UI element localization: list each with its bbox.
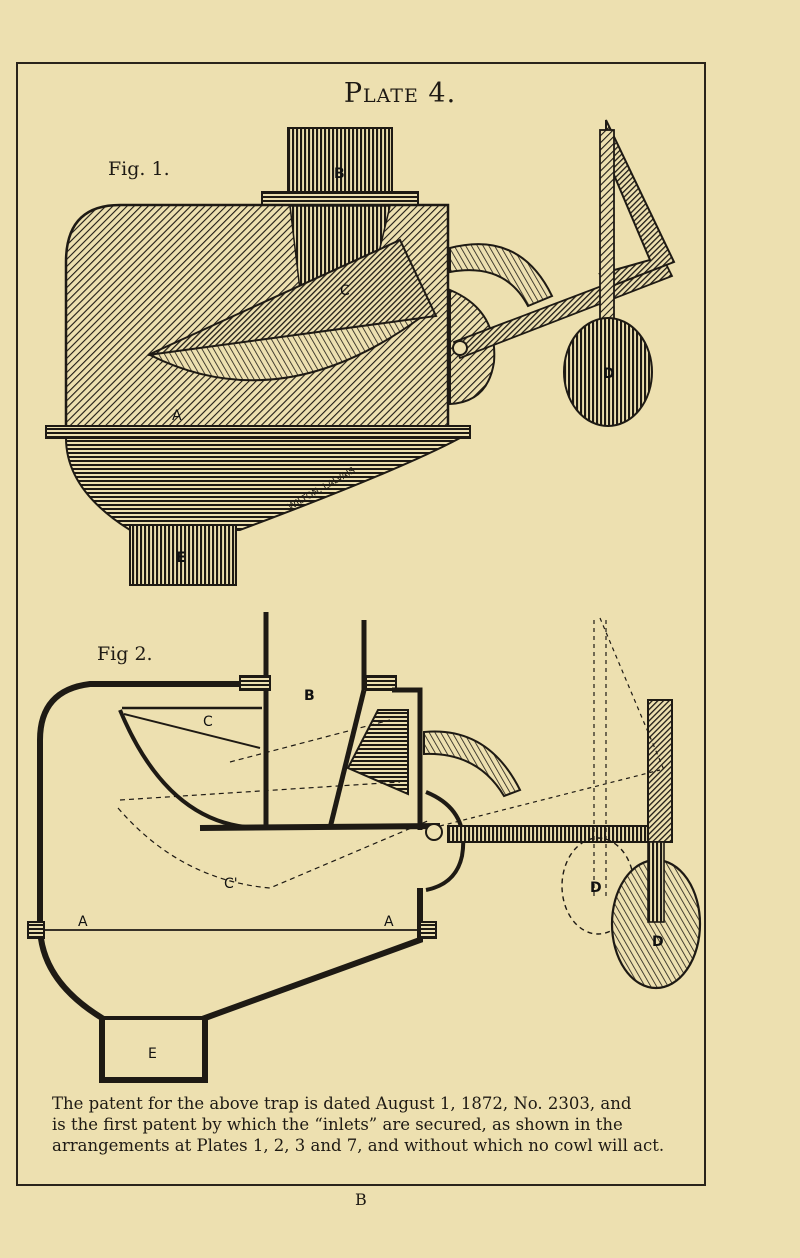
fig1-letter-d: D: [603, 366, 615, 382]
fig1-letter-e: E: [176, 550, 186, 566]
fig2-weight-stem: [647, 841, 665, 923]
fig2-outlet: [100, 1016, 207, 1082]
fig1-letter-b: B: [334, 166, 345, 182]
figure-2-letters: B C C' A A D D E: [78, 688, 664, 1062]
fig1-outlet-pipe: [129, 524, 237, 586]
fig2-side-dome: [425, 790, 466, 892]
fig2-right-bolt: [419, 921, 437, 939]
fig2-lever-rod: [447, 825, 663, 843]
fig1-weight: [563, 317, 653, 427]
fig2-dashed-lever: [439, 617, 665, 900]
plate-border: [16, 62, 706, 1186]
fig1-top-pipe: [287, 127, 393, 197]
figure-1-label: Fig. 1.: [108, 158, 170, 180]
plate-title: Plate 4.: [343, 78, 457, 109]
fig2-right-pipe-slope: [327, 689, 367, 829]
fig2-dashed-flap: [117, 781, 431, 889]
fig1-letter-c: C: [340, 283, 350, 299]
fig2-lever-upright: [647, 699, 673, 843]
fig1-hopper: [64, 437, 461, 531]
fig2-letter-e: E: [148, 1046, 157, 1062]
figure-2-label: Fig 2.: [97, 643, 153, 665]
fig2-letter-c: C: [203, 714, 213, 730]
fig2-flap-solid: [123, 713, 261, 749]
fig2-right-flange: [365, 675, 397, 691]
fig2-dashed-line: [229, 719, 391, 763]
fig2-pivot: [425, 823, 443, 841]
fig2-letter-a-left: A: [78, 914, 88, 930]
caption-text: The patent for the above trap is dated A…: [52, 1093, 682, 1156]
caption-line: The patent for the above trap is dated A…: [52, 1094, 632, 1113]
fig2-inner-box: [392, 687, 423, 830]
fig2-letter-d-dashed: D: [590, 880, 602, 896]
fig2-basin: [118, 709, 266, 831]
fig1-curved-arm: [449, 243, 554, 308]
fig2-curved-arm: [423, 730, 522, 798]
fig2-base-ledge: [199, 823, 441, 831]
fig1-letter-a: A: [172, 408, 182, 424]
figure-1-drawing: B C D A E WILTON, LALVAIS: [45, 119, 676, 586]
signature-mark: B: [355, 1190, 367, 1209]
fig2-letter-b: B: [304, 688, 315, 704]
fig2-inner-flap: [346, 709, 409, 796]
caption-line: is the first patent by which the “inlets…: [52, 1115, 623, 1134]
fig1-pivot: [452, 340, 468, 356]
caption-line: arrangements at Plates 1, 2, 3 and 7, an…: [52, 1136, 665, 1155]
fig2-left-bolt: [27, 921, 45, 939]
fig2-letter-c-prime: C': [224, 876, 238, 892]
fig1-weight-stem: [599, 129, 615, 331]
fig2-left-flange: [239, 675, 271, 691]
fig2-letter-a-right: A: [384, 914, 394, 930]
fig2-letter-d: D: [652, 934, 664, 950]
fig1-middle-flange: [45, 425, 471, 439]
figure-2-drawing: [27, 612, 702, 1083]
fig1-flap: [147, 238, 438, 356]
